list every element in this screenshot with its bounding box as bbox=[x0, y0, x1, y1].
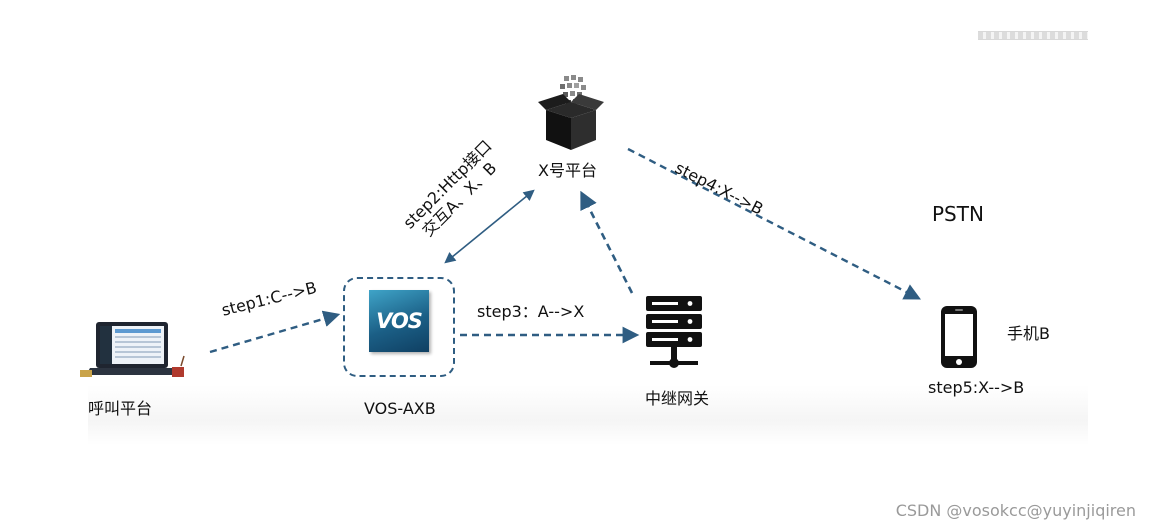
arrow-step4 bbox=[627, 147, 921, 300]
arrow-step1 bbox=[209, 310, 341, 354]
relay-gateway-node bbox=[644, 294, 704, 374]
vos-logo-icon: VOS bbox=[369, 290, 429, 352]
watermark-text: CSDN @vosokcc@yuyinjiqiren bbox=[895, 501, 1136, 520]
box-icon bbox=[538, 75, 604, 150]
vos-axb-label: VOS-AXB bbox=[364, 399, 436, 418]
x-platform-label: X号平台 bbox=[538, 161, 597, 180]
step3-label: step3：A-->X bbox=[477, 302, 585, 321]
phone-b-label: 手机B bbox=[1007, 324, 1050, 343]
step5-label: step5:X-->B bbox=[928, 378, 1025, 397]
call-platform-label: 呼叫平台 bbox=[88, 399, 153, 418]
top-right-fragment bbox=[978, 31, 1088, 40]
laptop-icon bbox=[80, 322, 185, 377]
phone-b-node bbox=[940, 305, 978, 369]
background-shadow bbox=[88, 385, 1088, 445]
vos-logo-text: VOS bbox=[376, 309, 423, 333]
vos-axb-box bbox=[343, 277, 455, 377]
call-platform-node bbox=[80, 320, 192, 382]
pstn-label: PSTN bbox=[932, 202, 984, 226]
x-platform-node bbox=[538, 72, 604, 154]
server-icon bbox=[646, 296, 702, 368]
arrow-gateway-to-x bbox=[580, 190, 634, 294]
mobile-phone-icon bbox=[941, 306, 977, 368]
arrow-step2 bbox=[444, 189, 535, 264]
relay-gateway-label: 中继网关 bbox=[645, 389, 710, 408]
